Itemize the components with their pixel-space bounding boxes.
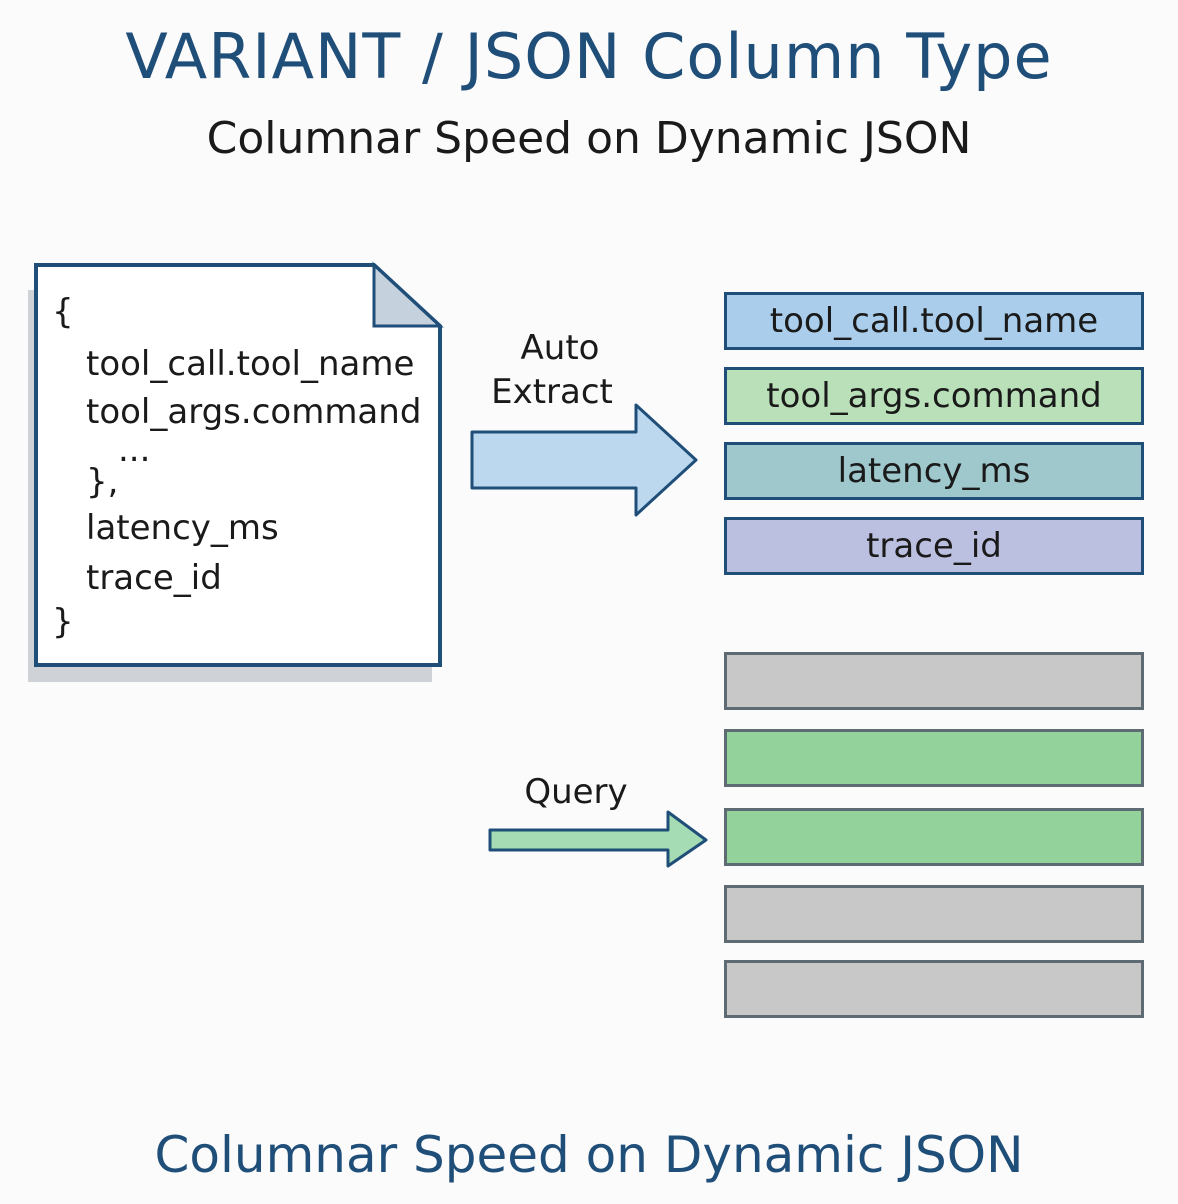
json-document — [34, 263, 442, 667]
doc-line: latency_ms — [86, 508, 279, 548]
query-arrow — [488, 810, 708, 868]
query-column-skipped — [724, 960, 1144, 1018]
page-subtitle: Columnar Speed on Dynamic JSON — [206, 113, 972, 164]
doc-line: trace_id — [86, 558, 222, 598]
doc-line: }, — [86, 462, 119, 502]
query-column-skipped — [724, 652, 1144, 710]
doc-line: tool_args.command — [86, 392, 422, 432]
extract-arrow — [470, 403, 698, 517]
query-column-skipped — [724, 885, 1144, 943]
column-trace-id: trace_id — [724, 517, 1144, 575]
query-column-read — [724, 729, 1144, 787]
query-label: Query — [524, 772, 628, 812]
open-brace: { — [52, 292, 74, 332]
json-document-fold — [372, 261, 444, 328]
footer-caption: Columnar Speed on Dynamic JSON — [154, 1126, 1024, 1184]
extract-label-extract: Extract — [491, 372, 613, 412]
doc-line: tool_call.tool_name — [86, 344, 415, 384]
column-tool-args-command: tool_args.command — [724, 367, 1144, 425]
query-column-read — [724, 808, 1144, 866]
page-title: VARIANT / JSON Column Type — [125, 20, 1053, 93]
column-latency-ms: latency_ms — [724, 442, 1144, 500]
close-brace: } — [52, 602, 74, 642]
extract-label-auto: Auto — [520, 328, 600, 368]
doc-line: ... — [118, 430, 151, 470]
column-tool-call-tool-name: tool_call.tool_name — [724, 292, 1144, 350]
